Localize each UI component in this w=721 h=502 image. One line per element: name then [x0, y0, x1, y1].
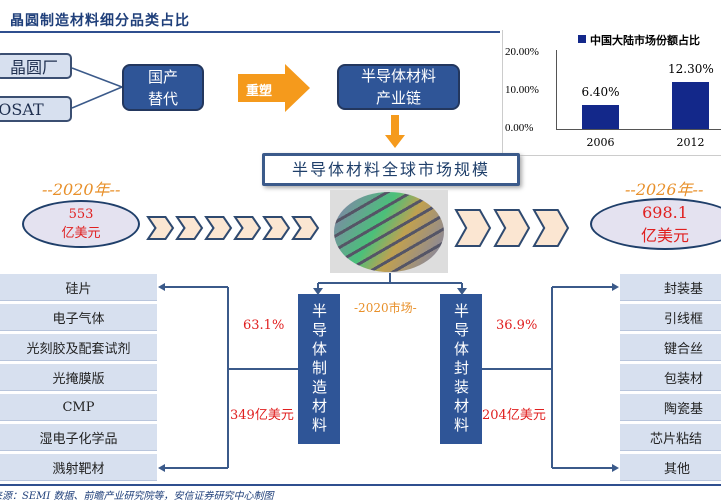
footer-divider: [0, 484, 721, 486]
wafer-image: [330, 190, 448, 273]
chevron-arrow-small: [204, 216, 233, 240]
chevron-arrow-small: [262, 216, 291, 240]
chevron-arrow-small: [291, 216, 320, 240]
bar: [582, 104, 619, 129]
unit-2026: 亿美元: [640, 225, 689, 245]
chevron-arrow-large: [532, 209, 570, 247]
list-item: 引线框: [620, 304, 721, 331]
y-axis: [556, 50, 557, 129]
x-axis: [556, 129, 721, 130]
packaging-share: 36.9%: [496, 318, 538, 333]
chevron-arrow-small: [146, 216, 175, 240]
value-2026: 698.1: [642, 202, 688, 222]
year-2020-label: --2020年--: [42, 180, 121, 199]
source-note: 来源：SEMI 数据、前瞻产业研究院等，安信证券研究中心制图: [0, 491, 274, 502]
manufacturing-items-list: 硅片电子气体光刻胶及配套试剂光掩膜版 CMP 湿电子化学品溅射靶材: [0, 274, 157, 484]
industry-chain-box: 半导体材料产业链: [337, 64, 460, 110]
y-tick-label: 0.00%: [505, 122, 534, 134]
growth-chevrons: [146, 209, 570, 247]
list-item: 陶瓷基: [620, 394, 721, 421]
x-tick-label: 2006: [586, 136, 615, 149]
data-label: 12.30%: [668, 62, 714, 77]
year-2026-label: --2026年--: [625, 180, 704, 199]
source-wafer-fab: 晶圆厂: [0, 53, 72, 79]
x-tick-label: 2012: [676, 136, 705, 149]
list-item: 光刻胶及配套试剂: [0, 334, 157, 361]
data-label: 6.40%: [581, 84, 620, 99]
packaging-value: 204亿美元: [482, 408, 546, 423]
y-tick-label: 20.00%: [505, 46, 539, 58]
chevron-arrow-small: [175, 216, 204, 240]
list-item: 电子气体: [0, 304, 157, 331]
bar: [672, 82, 709, 129]
legend-swatch: [578, 35, 586, 43]
list-item: 芯片粘结: [620, 424, 721, 451]
chart-border: [502, 30, 503, 155]
global-market-title: 半导体材料全球市场规模: [262, 153, 520, 186]
chevron-arrow-large: [454, 209, 492, 247]
manufacturing-share: 63.1%: [243, 318, 285, 333]
connector-lines: [71, 64, 405, 148]
title-divider: [0, 31, 500, 33]
list-item: 封装基: [620, 274, 721, 301]
list-item: 溅射靶材: [0, 454, 157, 481]
list-item: 硅片: [0, 274, 157, 301]
domestic-label: 国产替代: [147, 67, 178, 108]
list-item: 湿电子化学品: [0, 424, 157, 451]
packaging-items-list: 封装基引线框键合丝包装材陶瓷基芯片粘结其他: [620, 274, 721, 484]
chevron-arrow-large: [493, 209, 531, 247]
list-item: CMP: [0, 394, 157, 421]
unit-2020: 亿美元: [61, 226, 101, 241]
domestic-substitution-box: 国产替代: [122, 64, 204, 111]
manufacturing-value: 349亿美元: [230, 408, 294, 423]
chart-border-bottom: [502, 155, 721, 156]
y-tick-label: 10.00%: [505, 84, 539, 96]
chevron-arrow-small: [233, 216, 262, 240]
chain-label: 半导体材料产业链: [360, 67, 436, 107]
market-2026-ellipse: 698.1 亿美元: [590, 198, 721, 250]
page-title: 晶圆制造材料细分品类占比: [10, 13, 190, 29]
list-item: 其他: [620, 454, 721, 481]
market-2020-label: -2020市场-: [354, 301, 417, 315]
value-2020: 553: [68, 207, 94, 222]
manufacturing-materials-box: 半导体制造材料: [298, 294, 340, 444]
reshape-label: 重塑: [246, 84, 273, 99]
bracket-lines: [158, 273, 619, 472]
packaging-materials-box: 半导体封装材料: [440, 294, 482, 444]
list-item: 光掩膜版: [0, 364, 157, 391]
list-item: 包装材: [620, 364, 721, 391]
market-2020-ellipse: 553 亿美元: [22, 200, 140, 248]
list-item: 键合丝: [620, 334, 721, 361]
source-osat: OSAT: [0, 96, 72, 122]
legend-label: 中国大陆市场份额占比: [590, 34, 700, 47]
